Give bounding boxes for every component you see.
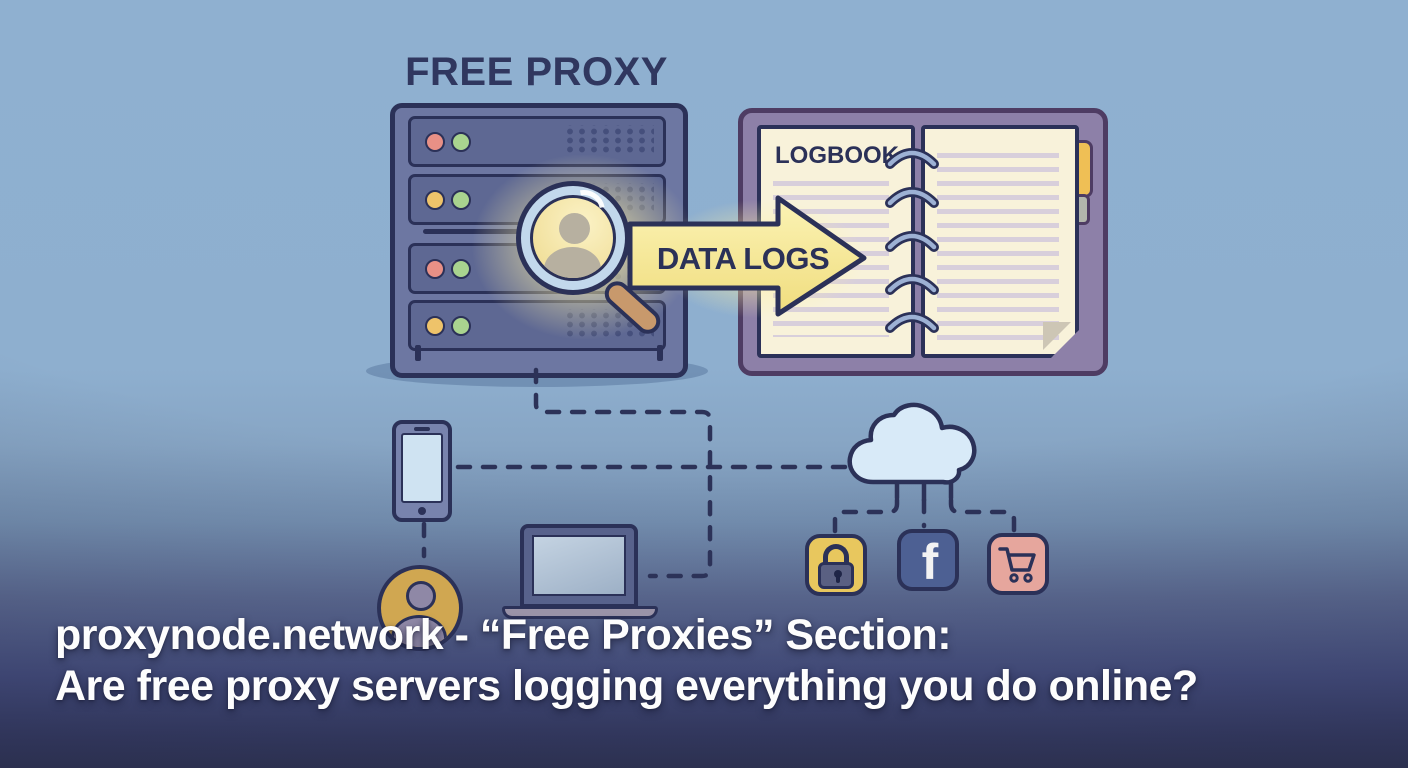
logbook-title: LOGBOOK bbox=[775, 142, 899, 169]
facebook-icon: f bbox=[897, 529, 959, 591]
shopping-cart-icon bbox=[987, 533, 1049, 595]
caption-line-2: Are free proxy servers logging everythin… bbox=[55, 662, 1198, 710]
log-entry-lines bbox=[937, 153, 1059, 343]
avatar-head bbox=[406, 581, 436, 611]
cloud-to-cart-line bbox=[948, 497, 1017, 533]
lock-shackle bbox=[823, 544, 849, 566]
phone-speaker bbox=[414, 427, 430, 431]
laptop-base bbox=[502, 606, 658, 619]
lock-body bbox=[818, 562, 854, 589]
data-logs-arrow bbox=[627, 195, 867, 317]
laptop-screen bbox=[532, 535, 626, 596]
status-led bbox=[425, 132, 445, 152]
free-proxy-title: FREE PROXY bbox=[405, 50, 668, 94]
laptop bbox=[520, 524, 638, 608]
user-avatar bbox=[377, 565, 463, 651]
server-foot bbox=[415, 345, 421, 361]
smartphone bbox=[392, 420, 452, 522]
cloud-stems bbox=[894, 479, 954, 503]
spiral-binding-rings bbox=[885, 148, 939, 333]
magnifying-glass-icon bbox=[516, 181, 630, 295]
lock-keyhole bbox=[834, 570, 842, 578]
phone-screen bbox=[401, 433, 443, 503]
user-silhouette-head bbox=[559, 213, 590, 244]
caption-line-1: proxynode.network - “Free Proxies” Secti… bbox=[55, 611, 952, 659]
lock-keyhole-stem bbox=[836, 575, 840, 583]
avatar-body bbox=[391, 615, 447, 647]
status-led bbox=[451, 132, 471, 152]
phone-home-button bbox=[418, 507, 426, 515]
magnifier-lens bbox=[530, 195, 616, 281]
internet-cloud-icon bbox=[847, 402, 977, 485]
cloud-to-lock-line bbox=[832, 497, 900, 534]
secure-site-lock-icon bbox=[805, 534, 867, 596]
facebook-letter: f bbox=[921, 534, 939, 590]
status-led bbox=[425, 316, 445, 336]
cart-glyph bbox=[998, 547, 1036, 583]
server-to-laptop-line bbox=[533, 367, 713, 579]
data-logs-label: DATA LOGS bbox=[656, 241, 830, 276]
user-silhouette-body bbox=[544, 247, 601, 278]
